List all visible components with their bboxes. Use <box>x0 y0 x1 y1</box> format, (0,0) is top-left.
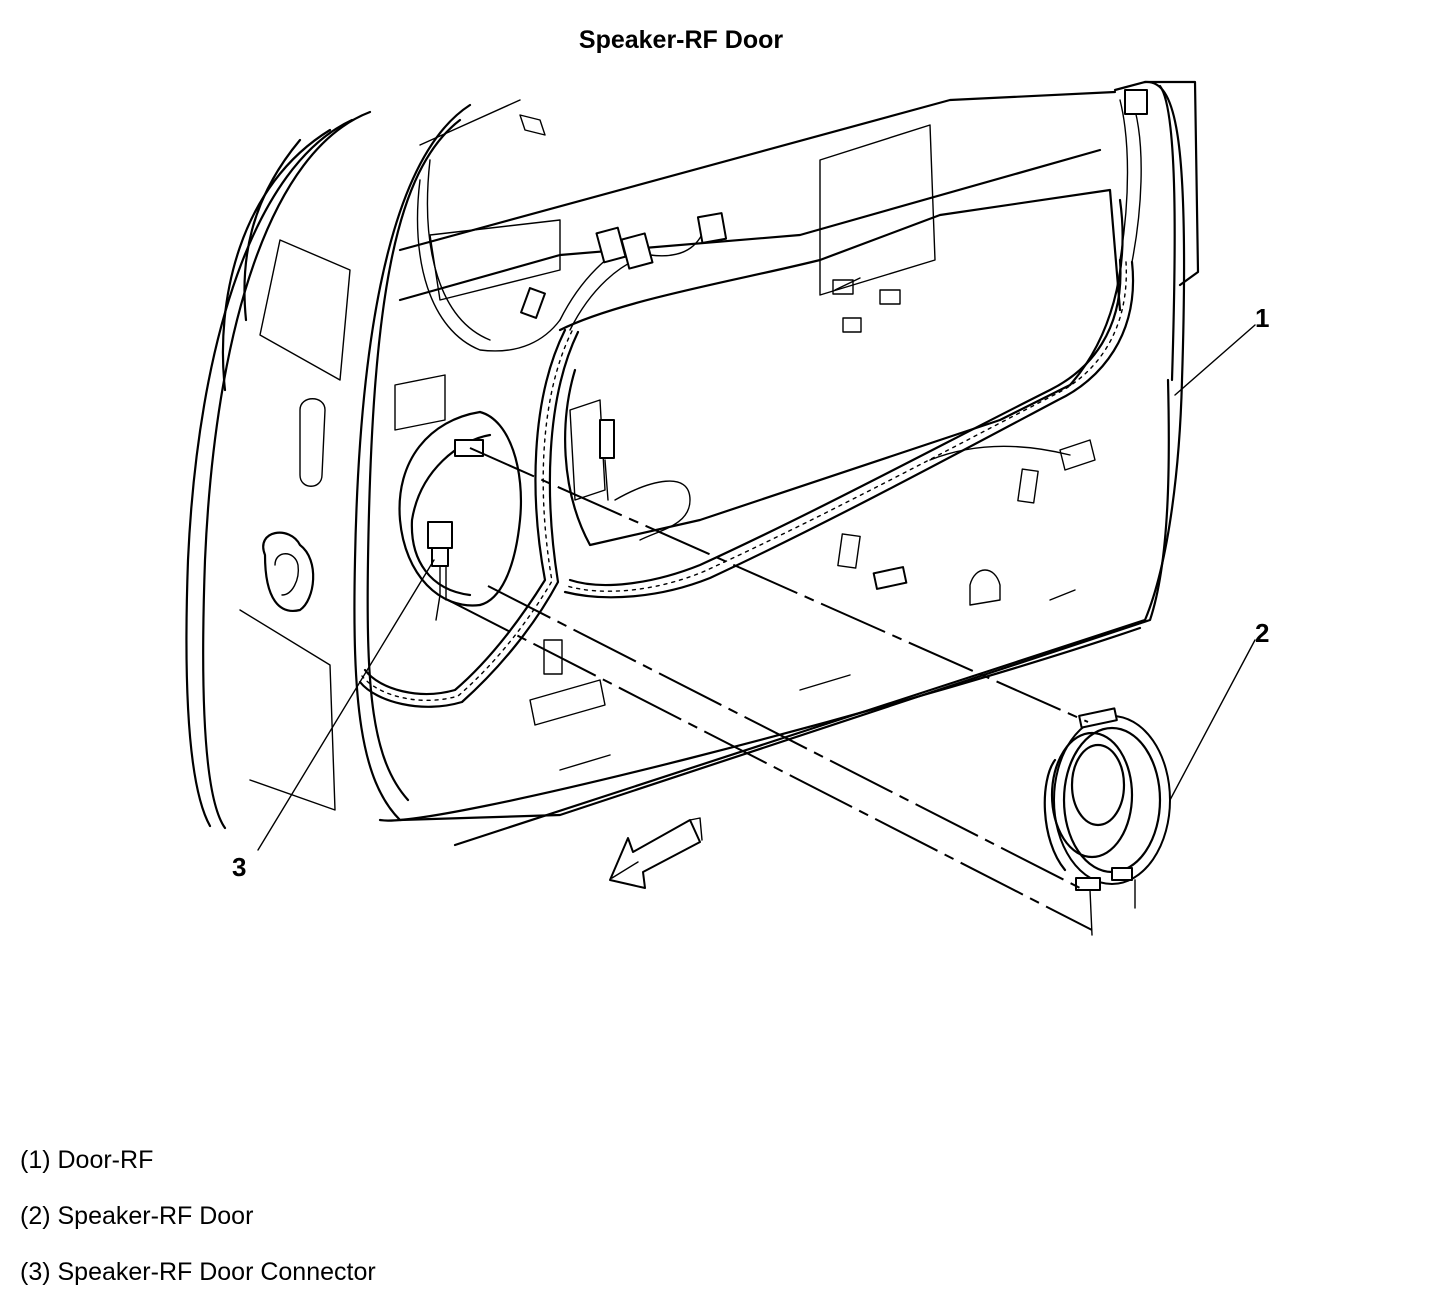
wiring-harness <box>262 89 1148 708</box>
front-direction-arrow-icon <box>609 817 703 889</box>
speaker-door-connector <box>427 521 453 621</box>
door-speaker-diagram: 1 2 3 <box>185 80 1269 936</box>
door-rf <box>185 80 1200 847</box>
callout-3: 3 <box>232 852 246 882</box>
legend-item-speaker-connector: (3) Speaker-RF Door Connector <box>20 1258 376 1286</box>
callout-1: 1 <box>1255 303 1269 333</box>
legend-item-speaker-rf-door: (2) Speaker-RF Door <box>20 1202 254 1230</box>
legend-item-door-rf: (1) Door-RF <box>20 1146 154 1174</box>
speaker-rf-door <box>1043 707 1171 936</box>
callout-2: 2 <box>1255 618 1269 648</box>
speaker-mounting-opening <box>398 410 522 607</box>
legend: (1) Door-RF (2) Speaker-RF Door (3) Spea… <box>20 1146 376 1314</box>
leader-lines <box>257 324 1256 851</box>
diagram-title: Speaker-RF Door <box>578 26 784 54</box>
installation-lines <box>447 447 1093 931</box>
